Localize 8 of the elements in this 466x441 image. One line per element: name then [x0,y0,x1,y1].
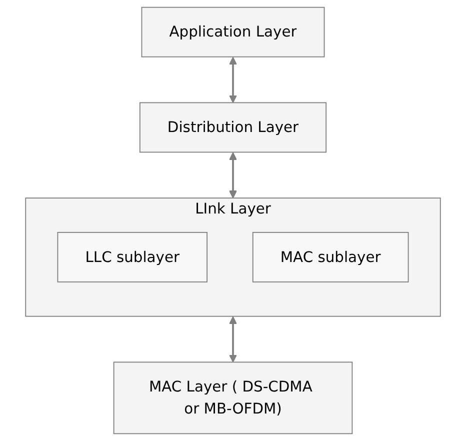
arrow [228,316,238,363]
node-box: LLC sublayer [57,232,208,282]
node-box: MAC Layer ( DS-CDMA or MB-OFDM) [113,362,353,434]
node-box: MAC sublayer [252,232,409,282]
arrow [228,152,238,198]
node-box: Distribution Layer [139,102,327,153]
node-box: Application Layer [141,6,325,58]
arrow [228,56,238,104]
